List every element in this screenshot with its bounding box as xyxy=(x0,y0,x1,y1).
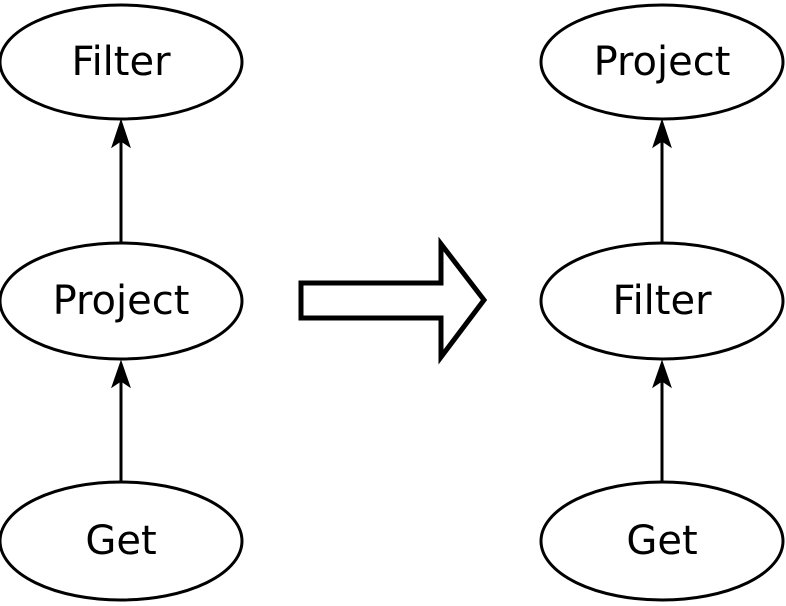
node-right-filter[interactable]: Filter xyxy=(539,241,785,361)
right-arrow-icon xyxy=(298,236,488,365)
node-shape[interactable] xyxy=(0,3,244,121)
node-right-project[interactable]: Project xyxy=(539,3,785,121)
node-right-get[interactable]: Get xyxy=(539,480,785,602)
node-left-get[interactable]: Get xyxy=(0,480,244,602)
node-left-filter[interactable]: Filter xyxy=(0,3,244,121)
edge-get-to-project xyxy=(111,359,131,482)
arrowhead-icon xyxy=(111,118,131,149)
node-shape[interactable] xyxy=(0,241,244,361)
transformation-arrow xyxy=(298,236,488,365)
node-shape[interactable] xyxy=(539,480,785,602)
arrowhead-icon xyxy=(652,359,672,389)
arrowhead-icon xyxy=(111,359,131,389)
optimized-plan-group: Project Filter Get xyxy=(539,3,785,602)
node-shape[interactable] xyxy=(539,241,785,361)
node-shape[interactable] xyxy=(539,3,785,121)
original-plan-group: Filter Project Get xyxy=(0,3,244,602)
node-left-project[interactable]: Project xyxy=(0,241,244,361)
edge-get-to-filter xyxy=(652,359,672,482)
edge-project-to-filter xyxy=(111,118,131,243)
edge-filter-to-project xyxy=(652,118,672,243)
arrowhead-icon xyxy=(652,118,672,149)
node-shape[interactable] xyxy=(0,480,244,602)
